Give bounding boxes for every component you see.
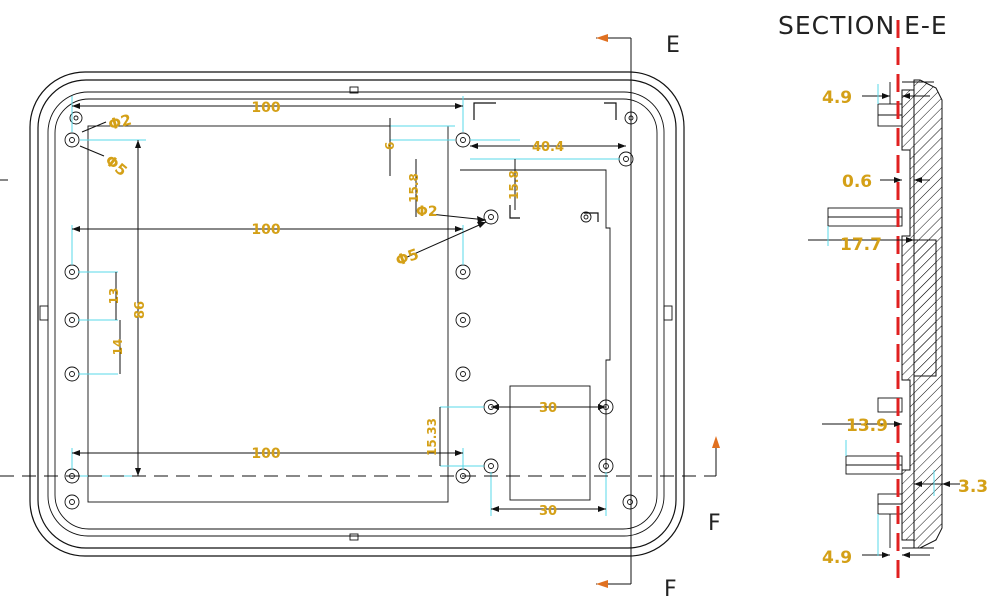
hole [64,264,80,280]
dim-hole-small: Φ2 [106,110,133,133]
section-label-f-bottom: F [664,577,677,598]
hole [483,209,499,225]
dim-section-bottom-4-9: 4.9 [822,548,852,568]
dim-hole-large: Φ5 [101,151,130,180]
dim-height-86: 86 [133,301,148,319]
section-label-f-mid: F [708,511,721,536]
dim-offset-15-33: 15.33 [425,418,439,456]
section-arrow-f [712,436,720,448]
dim-section-top-4-9: 4.9 [822,88,852,108]
notch-bottom [349,533,359,541]
hole [64,132,80,148]
dim-pitch-14: 14 [111,339,125,356]
dim-box-bottom-30: 30 [539,504,557,519]
hole [455,132,471,148]
enclosure-inner-wall-2 [54,98,658,530]
dim-phi2-center: Φ2 [416,204,438,220]
hole [622,494,638,510]
section-arrow-bottom [596,580,608,588]
right-board-outline [460,169,611,470]
dim-pitch-13: 13 [107,288,121,305]
dim-depth-15-8-a: 15.8 [407,173,421,203]
section-dimension-lines [808,84,960,558]
dim-section-wall-3-3: 3.3 [958,477,988,497]
section-title: SECTION E-E [778,11,948,40]
dimension-lines [72,103,626,512]
notch-right [663,305,673,321]
dim-offset-6: 6 [383,142,397,150]
dim-width-bottom: 100 [251,446,280,462]
hole [64,494,80,510]
front-view: 100 100 100 Φ2 Φ5 6 40.4 15.8 15.8 Φ2 Φ5… [0,33,721,598]
dim-section-boss-17-7: 17.7 [840,235,882,255]
hole [64,312,80,328]
dim-width-top: 100 [251,100,280,116]
hole [483,458,499,474]
bracket-top-left [473,102,496,120]
hole [69,111,83,125]
hole [455,366,471,382]
hole [455,264,471,280]
boss-mid [877,397,903,413]
enclosure-outer-outline [29,71,685,557]
inner-plate [87,125,449,503]
dim-section-wall-0-6: 0.6 [842,172,872,192]
notch-top [349,86,359,94]
dim-span-40-4: 40.4 [532,140,564,155]
notch-left [39,305,49,321]
hole [64,366,80,382]
connector-cutout [509,385,591,501]
section-arrow-top [596,34,608,42]
bracket-top-right [604,102,617,120]
section-view: SECTION E-E [778,11,988,580]
dim-section-boss-13-9: 13.9 [846,416,888,436]
dim-width-mid: 100 [251,222,280,238]
hole [455,312,471,328]
enclosure-outline-2 [37,79,677,549]
section-label-e: E [666,33,680,58]
dim-box-top-30: 30 [539,401,557,416]
hole [580,211,592,223]
bracket-mid [509,205,520,219]
screw-holes [64,111,638,510]
dim-depth-15-8-b: 15.8 [507,170,521,200]
dim-phi5-center: Φ5 [393,245,421,270]
